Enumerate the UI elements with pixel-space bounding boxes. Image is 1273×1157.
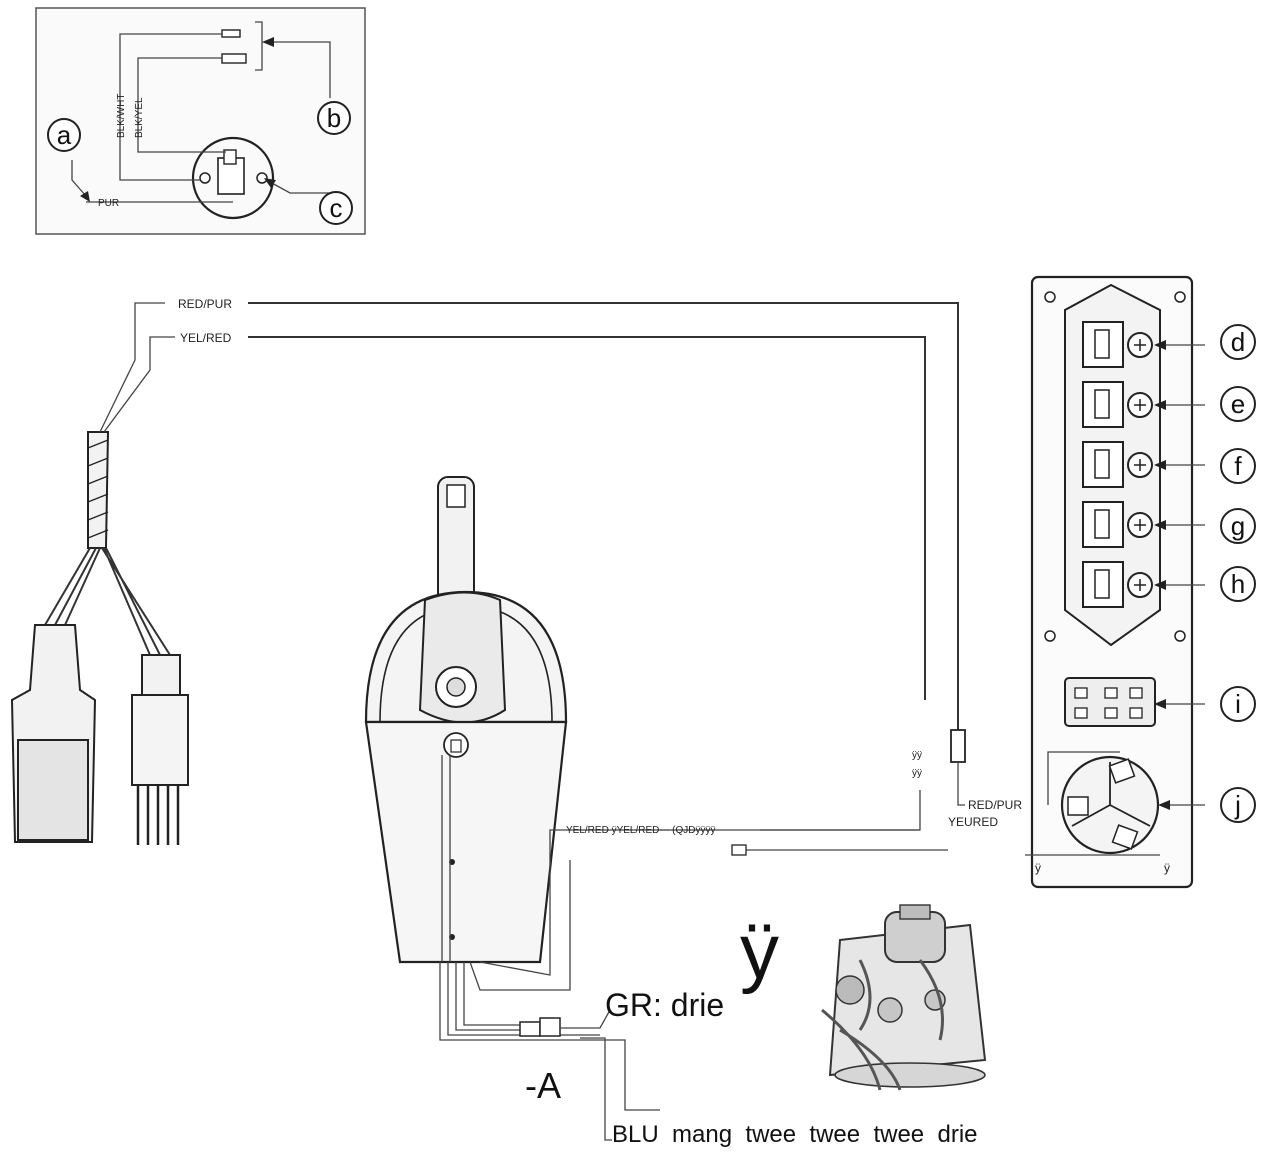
resistor-icon	[950, 729, 966, 763]
terminal-block-i	[1064, 677, 1205, 727]
overlay-blu-line: BLU mang twee twee twee drie	[612, 1121, 978, 1148]
callout-b: b	[317, 101, 351, 135]
wire-label-yel-red: YEL/RED	[180, 331, 232, 345]
harness-plug	[10, 302, 189, 845]
svg-text:a: a	[57, 120, 72, 150]
svg-text:j: j	[1234, 790, 1241, 820]
breaker-f	[1082, 441, 1205, 488]
svg-text:f: f	[1234, 451, 1242, 481]
callout-c: c	[319, 191, 353, 225]
connector-icon	[519, 1021, 541, 1037]
callout-d: d	[1220, 324, 1256, 360]
ignition-switch-j	[1025, 751, 1205, 856]
wire-red-pur	[248, 302, 959, 730]
trim-pump-illustration	[821, 904, 987, 1091]
overlay-y-glyph: ÿ	[740, 907, 779, 995]
wire-label-blk-yel: BLK/YEL	[134, 97, 145, 138]
wire-yel-red	[248, 336, 926, 700]
svg-text:h: h	[1231, 569, 1245, 599]
panel-label-yeured: YEURED	[948, 815, 998, 829]
panel-label-y-left: ÿ	[1035, 861, 1041, 875]
tiny-label-2: ÿÿ	[912, 768, 922, 779]
panel-label-y-right: ÿ	[1164, 861, 1170, 875]
breaker-g	[1082, 501, 1205, 548]
callout-f: f	[1220, 448, 1256, 484]
breaker-d	[1082, 321, 1205, 368]
callout-a: a	[47, 118, 81, 152]
svg-text:d: d	[1231, 327, 1245, 357]
svg-text:b: b	[327, 103, 341, 133]
breaker-h	[1082, 561, 1205, 608]
remote-control-box	[364, 476, 568, 964]
inset-box	[35, 7, 366, 235]
wire-label-yel-red-mid: YEL/RED ÿYEL/RED--- (QJDÿÿÿÿ	[566, 825, 715, 836]
svg-text:g: g	[1231, 511, 1245, 541]
breaker-e	[1082, 381, 1205, 428]
svg-text:e: e	[1231, 389, 1245, 419]
callout-h: h	[1220, 566, 1256, 602]
panel-label-red-pur: RED/PUR	[968, 798, 1022, 812]
callout-j: j	[1220, 787, 1256, 823]
callout-g: g	[1220, 508, 1256, 544]
wire-label-blk-wht: BLK/WHT	[116, 94, 127, 138]
callout-i: i	[1220, 686, 1256, 722]
overlay-gr-drie: GR: drie	[605, 987, 724, 1023]
overlay-dash-a: -A	[525, 1065, 561, 1106]
wire-label-red-pur: RED/PUR	[178, 297, 232, 311]
svg-text:i: i	[1235, 689, 1241, 719]
wire-label-pur: PUR	[98, 198, 119, 209]
tiny-label-1: ÿÿ	[912, 750, 922, 761]
callout-e: e	[1220, 386, 1256, 422]
svg-text:c: c	[330, 193, 343, 223]
